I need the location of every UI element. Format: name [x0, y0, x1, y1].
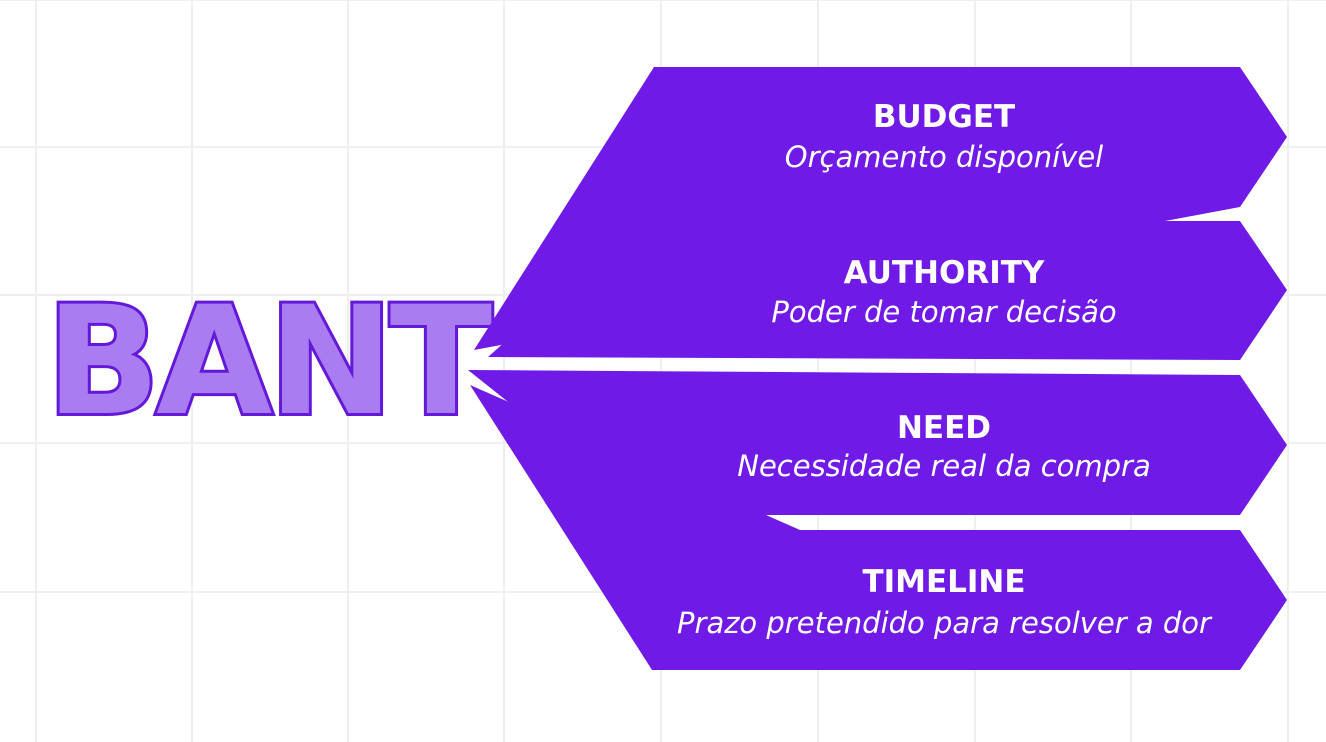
segment-shape-authority	[488, 221, 1287, 360]
segment-title-authority: AUTHORITY	[844, 255, 1045, 291]
segment-subtitle-timeline: Prazo pretendido para resolver a dor	[677, 606, 1213, 640]
segment-subtitle-need: Necessidade real da compra	[737, 449, 1151, 483]
segment-subtitle-budget: Orçamento disponível	[785, 140, 1104, 174]
segment-timeline: TIMELINE Prazo pretendido para resolver …	[470, 385, 1287, 670]
segment-authority: AUTHORITY Poder de tomar decisão	[488, 221, 1287, 360]
segment-subtitle-authority: Poder de tomar decisão	[771, 295, 1116, 329]
segment-title-timeline: TIMELINE	[862, 564, 1025, 600]
title-group: BANT	[43, 272, 499, 452]
segment-shape-timeline	[470, 385, 1287, 670]
diagram-title: BANT	[46, 275, 492, 449]
segment-title-need: NEED	[897, 410, 991, 446]
segment-title-budget: BUDGET	[873, 99, 1015, 135]
